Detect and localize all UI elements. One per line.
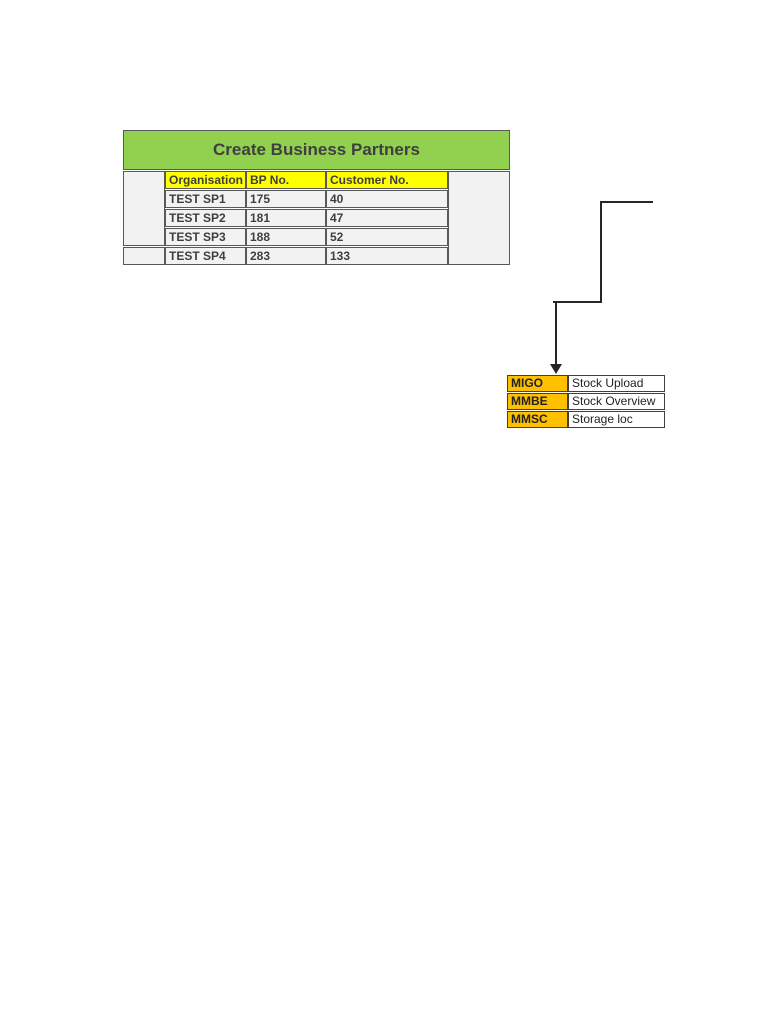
tcode-table: MIGO Stock Upload MMBE Stock Overview MM… — [507, 375, 665, 428]
column-header-bp-no: BP No. — [246, 171, 326, 189]
tcode-cell-description: Stock Overview — [568, 393, 665, 410]
connector-segment-top — [600, 201, 653, 203]
table-row-cell-organisation: TEST SP3 — [165, 228, 246, 246]
table-row-cell-bp-no: 175 — [246, 190, 326, 208]
tcode-cell-description: Storage loc — [568, 411, 665, 428]
spacer-cell-right — [448, 171, 510, 265]
table-row-cell-bp-no: 283 — [246, 247, 326, 265]
spacer-cell-left — [123, 247, 165, 265]
table-title: Create Business Partners — [123, 130, 510, 170]
table-row-cell-organisation: TEST SP1 — [165, 190, 246, 208]
connector-segment-vertical — [600, 201, 602, 303]
column-header-organisation: Organisation — [165, 171, 246, 189]
tcode-cell-code: MIGO — [507, 375, 568, 392]
table-row-cell-customer-no: 133 — [326, 247, 448, 265]
connector-segment-arrow-shaft — [555, 301, 557, 365]
arrowhead-down-icon — [550, 364, 562, 374]
table-row-cell-bp-no: 181 — [246, 209, 326, 227]
business-partners-table: Create Business Partners Organisation BP… — [123, 130, 510, 265]
tcode-cell-code: MMSC — [507, 411, 568, 428]
table-row-cell-organisation: TEST SP4 — [165, 247, 246, 265]
tcode-cell-code: MMBE — [507, 393, 568, 410]
spacer-cell-left — [123, 171, 165, 246]
table-row-cell-organisation: TEST SP2 — [165, 209, 246, 227]
table-row-cell-customer-no: 47 — [326, 209, 448, 227]
connector-segment-middle — [553, 301, 602, 303]
tcode-cell-description: Stock Upload — [568, 375, 665, 392]
column-header-customer-no: Customer No. — [326, 171, 448, 189]
table-row-cell-bp-no: 188 — [246, 228, 326, 246]
table-row-cell-customer-no: 40 — [326, 190, 448, 208]
table-row-cell-customer-no: 52 — [326, 228, 448, 246]
business-partners-grid: Organisation BP No. Customer No. TEST SP… — [123, 171, 510, 265]
